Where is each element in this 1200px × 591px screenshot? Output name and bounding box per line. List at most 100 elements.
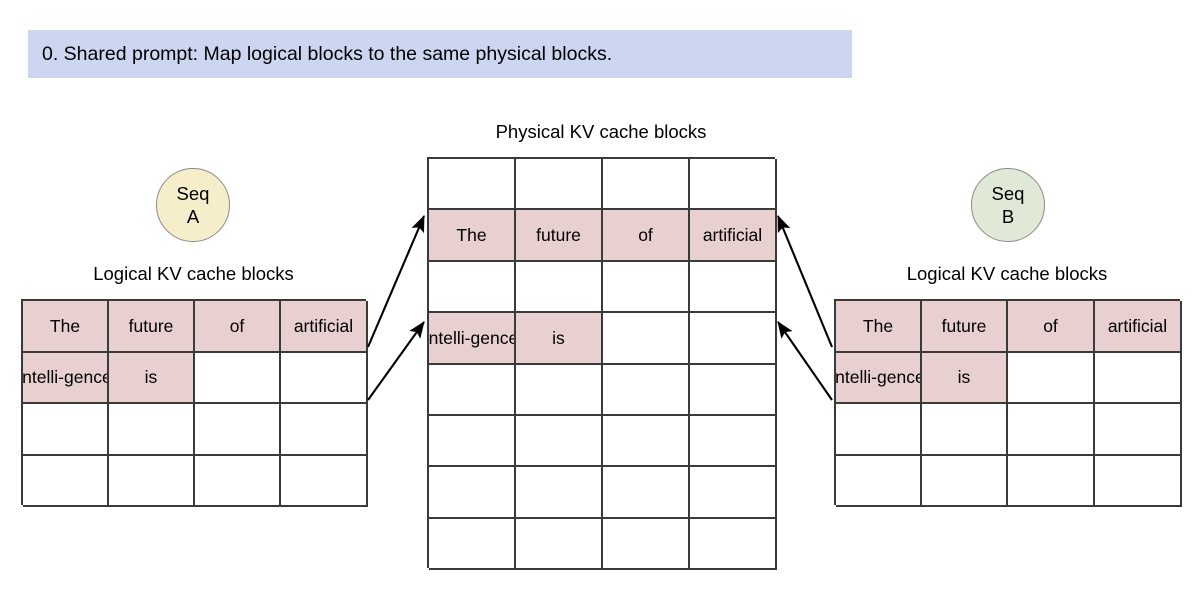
arrow-left-row1-to-physical-row2	[367, 215, 425, 348]
table-cell-text: artificial	[702, 225, 763, 246]
table-cell	[690, 261, 777, 314]
table-cell	[836, 404, 922, 456]
arrow-right-row1-to-physical-row2	[777, 215, 833, 348]
table-cell	[603, 159, 690, 211]
table-cell: The	[836, 301, 922, 353]
logical-kv-cache-table-left: The future of artificial intelli-gence is	[21, 299, 368, 507]
seq-b-badge: Seq B	[971, 168, 1045, 242]
table-cell: artificial	[690, 210, 777, 262]
table-cell	[429, 467, 516, 519]
table-cell-text: future	[536, 225, 581, 246]
table-cell-text: is	[144, 367, 158, 388]
arrow-right-row2-to-physical-row4	[777, 321, 833, 401]
table-cell	[429, 364, 516, 416]
table-cell	[109, 404, 195, 456]
table-cell	[429, 159, 516, 211]
table-cell	[429, 261, 516, 314]
table-cell: intelli-gence	[836, 352, 922, 404]
table-cell	[195, 404, 281, 456]
table-cell-text: of	[229, 315, 245, 336]
table-cell: future	[109, 301, 195, 353]
seq-a-label-line2: A	[186, 206, 200, 227]
table-cell	[516, 364, 603, 416]
table-cell	[516, 518, 603, 570]
table-cell-text: of	[638, 225, 653, 246]
table-cell	[603, 313, 690, 365]
seq-b-label-line1: Seq	[991, 183, 1025, 204]
table-cell-text: is	[957, 367, 971, 388]
table-cell	[1095, 455, 1182, 507]
table-cell	[603, 518, 690, 570]
table-cell: artificial	[281, 301, 368, 353]
table-cell	[281, 352, 368, 404]
table-cell	[603, 364, 690, 416]
step-banner-text: 0. Shared prompt: Map logical blocks to …	[42, 43, 613, 65]
physical-kv-cache-table: The future of artificial intelli-gence is	[427, 157, 777, 570]
table-cell-text: gence	[470, 327, 516, 348]
table-cell: intelli-gence	[429, 313, 516, 365]
table-cell-text: future	[128, 315, 174, 336]
logical-blocks-title-left: Logical KV cache blocks	[93, 263, 294, 284]
step-banner: 0. Shared prompt: Map logical blocks to …	[28, 30, 852, 78]
seq-a-label-line1: Seq	[176, 183, 210, 204]
table-cell	[516, 159, 603, 211]
table-cell: The	[429, 210, 516, 262]
table-cell-text: artificial	[1107, 315, 1168, 336]
table-cell-text: artificial	[293, 315, 354, 336]
table-cell: of	[1008, 301, 1095, 353]
table-cell	[690, 467, 777, 519]
table-cell	[429, 518, 516, 570]
table-cell	[23, 404, 109, 456]
arrow-left-row2-to-physical-row4	[367, 321, 425, 401]
table-cell	[516, 467, 603, 519]
table-cell-text: of	[1043, 315, 1058, 336]
logical-kv-cache-table-right: The future of artificial intelli-gence is	[834, 299, 1182, 507]
table-cell	[690, 415, 777, 468]
table-cell	[1008, 455, 1095, 507]
table-cell: is	[922, 352, 1008, 404]
table-cell	[281, 455, 368, 507]
table-cell: intelli-gence	[23, 352, 109, 404]
table-cell: of	[603, 210, 690, 262]
table-cell-text: future	[941, 315, 987, 336]
table-cell	[1008, 352, 1095, 404]
table-cell: future	[516, 210, 603, 262]
table-cell	[281, 404, 368, 456]
table-cell	[603, 415, 690, 468]
table-cell	[23, 455, 109, 507]
table-cell-text: The	[49, 315, 81, 336]
table-cell	[195, 352, 281, 404]
table-cell	[690, 518, 777, 570]
table-cell	[690, 313, 777, 365]
table-cell	[922, 404, 1008, 456]
seq-b-label-line2: B	[1001, 206, 1015, 227]
table-cell-text: gence	[877, 367, 922, 388]
table-cell	[1008, 404, 1095, 456]
table-cell	[836, 455, 922, 507]
table-cell: of	[195, 301, 281, 353]
table-cell-text: The	[862, 315, 894, 336]
table-cell: The	[23, 301, 109, 353]
table-cell	[429, 415, 516, 468]
table-cell	[109, 455, 195, 507]
table-cell-text: is	[552, 327, 565, 348]
table-cell-text: The	[456, 225, 487, 246]
physical-blocks-title: Physical KV cache blocks	[495, 121, 707, 142]
table-cell	[516, 261, 603, 314]
table-cell: is	[516, 313, 603, 365]
table-cell	[922, 455, 1008, 507]
table-cell	[690, 159, 777, 211]
table-cell: future	[922, 301, 1008, 353]
table-cell-text: intelli-	[429, 327, 471, 348]
table-cell: artificial	[1095, 301, 1182, 353]
table-cell-text: gence	[64, 367, 109, 388]
table-cell	[690, 364, 777, 416]
seq-a-badge: Seq A	[156, 168, 230, 242]
table-cell	[195, 455, 281, 507]
table-cell	[603, 467, 690, 519]
table-cell	[1095, 352, 1182, 404]
table-cell	[603, 261, 690, 314]
table-cell	[1095, 404, 1182, 456]
table-cell	[516, 415, 603, 468]
